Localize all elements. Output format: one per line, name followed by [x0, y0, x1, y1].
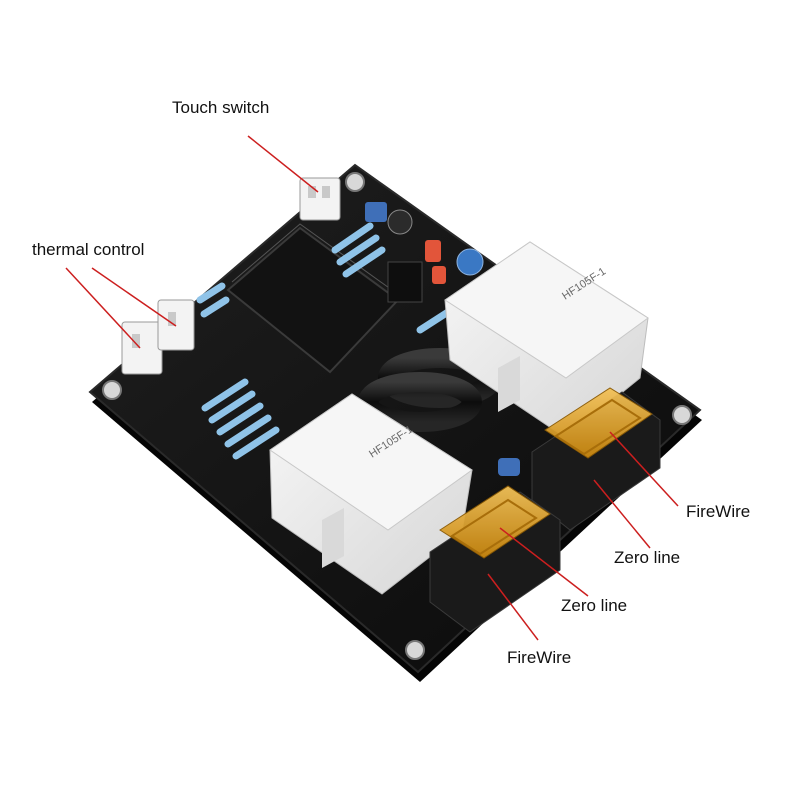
firewire-label-right: FireWire: [686, 502, 751, 521]
touch-switch-connector: [299, 177, 341, 221]
zero-line-label-upper: Zero line: [614, 548, 681, 567]
callout-pointers: [65, 135, 679, 641]
zero-line-label-lower: Zero line: [561, 596, 628, 615]
terminal-block-right: [531, 387, 661, 531]
relay-left: HF105F-1: [269, 393, 473, 595]
thermal-control-connectors: [121, 299, 195, 375]
ic-chip: [387, 261, 423, 303]
capacitors: [365, 202, 520, 476]
mounting-holes: [102, 172, 692, 660]
thermal-control-label: thermal control: [32, 240, 145, 259]
firewire-label-bottom: FireWire: [507, 648, 572, 667]
touch-switch-label: Touch switch: [172, 98, 270, 117]
terminal-block-left: [429, 485, 561, 633]
resistors: [196, 222, 452, 460]
